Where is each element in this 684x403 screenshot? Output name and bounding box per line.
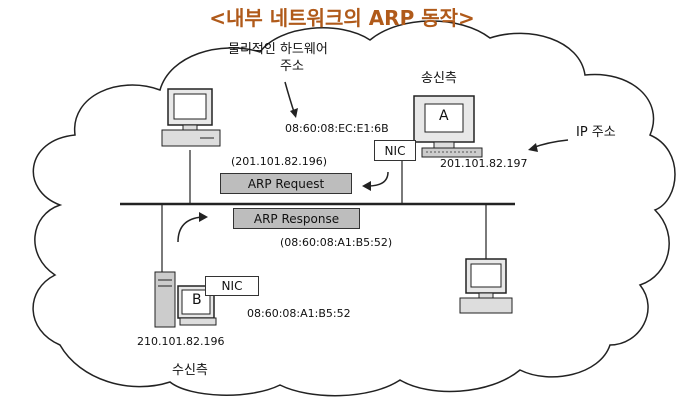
- response-mac: (08:60:08:A1:B5:52): [280, 236, 393, 249]
- host-a-mac: 08:60:08:EC:E1:6B: [285, 122, 389, 135]
- request-target-ip: (201.101.82.196): [231, 155, 328, 168]
- arp-response-box: ARP Response: [233, 208, 360, 229]
- host-a-nic: NIC: [374, 140, 416, 161]
- computer-bottom-right-icon: [459, 258, 513, 314]
- arrow-ip-address-icon: [528, 139, 569, 152]
- host-b-ip: 210.101.82.196: [137, 335, 225, 348]
- sender-label: 송신측: [421, 71, 457, 86]
- diagram-title: <내부 네트워크의 ARP 동작>: [209, 6, 475, 30]
- computer-top-left-icon: [161, 88, 221, 147]
- computer-host-a-icon: [413, 95, 483, 158]
- receiver-label: 수신측: [172, 363, 208, 378]
- host-b-label: B: [192, 292, 202, 308]
- host-a-label: A: [439, 108, 449, 124]
- physical-address-callout-line2: 주소: [280, 59, 304, 74]
- ip-address-callout: IP 주소: [576, 125, 616, 140]
- arp-request-box: ARP Request: [220, 173, 352, 194]
- physical-address-callout-line1: 물리적인 하드웨어: [228, 42, 328, 57]
- arrow-response-icon: [177, 212, 208, 243]
- arrow-request-icon: [362, 171, 389, 191]
- host-b-mac: 08:60:08:A1:B5:52: [247, 307, 351, 320]
- host-b-nic: NIC: [205, 276, 259, 296]
- arrow-physical-address-icon: [284, 81, 298, 118]
- network-cloud: [32, 20, 676, 397]
- host-a-ip: 201.101.82.197: [440, 157, 528, 170]
